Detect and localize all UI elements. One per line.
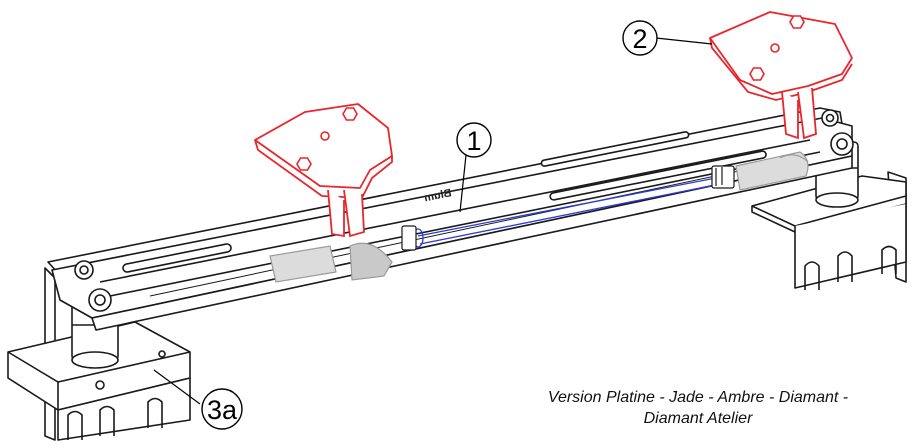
callout-1: 1 — [456, 122, 492, 213]
version-caption-line-2: Diamant Atelier — [643, 410, 753, 427]
callout-label-2: 2 — [632, 24, 647, 54]
callout-2: 2 — [622, 20, 713, 56]
version-caption-line-1: Version Platine - Jade - Ambre - Diamant… — [547, 389, 849, 406]
left-mounting-bracket — [7, 267, 191, 441]
plastic-clips — [269, 151, 809, 283]
pivot-bolt-icon — [74, 109, 854, 312]
callout-label-3a: 3a — [207, 395, 238, 425]
left-upright-plate — [254, 103, 393, 238]
rail-mark: Blum — [423, 187, 453, 204]
version-caption: Version Platine - Jade - Ambre - Diamant… — [478, 387, 918, 429]
right-upright-plate — [709, 11, 853, 140]
spring-housing — [401, 165, 735, 251]
callout-3a: 3a — [153, 369, 243, 430]
main-rail — [47, 107, 853, 331]
callout-label-1: 1 — [466, 126, 481, 156]
